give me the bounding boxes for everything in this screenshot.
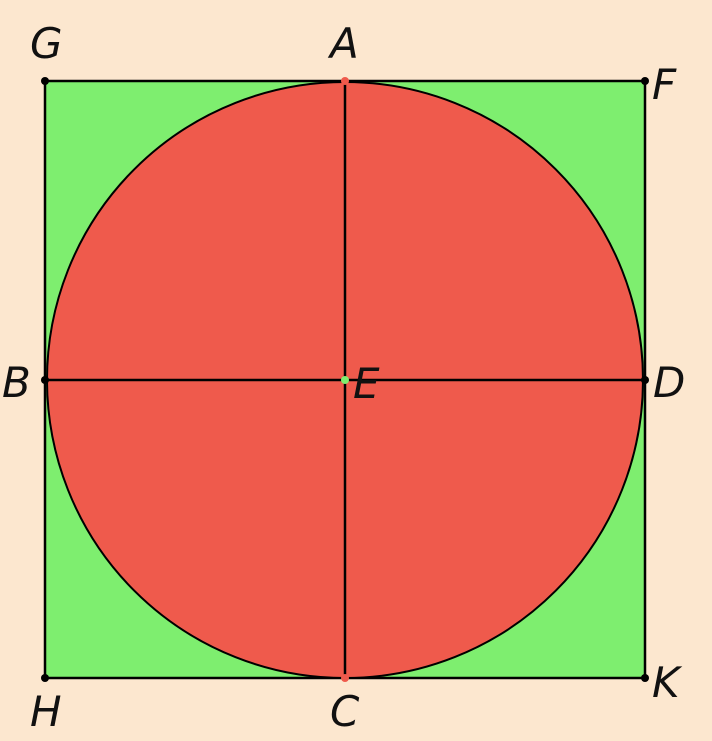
- point-h: [41, 674, 49, 682]
- point-a: [341, 77, 349, 85]
- point-g: [41, 77, 49, 85]
- point-d: [641, 376, 649, 384]
- label-b: B: [2, 358, 31, 407]
- point-f: [641, 77, 649, 85]
- point-e: [341, 376, 349, 384]
- point-b: [41, 376, 49, 384]
- label-d: D: [653, 358, 685, 407]
- label-h: H: [30, 687, 62, 736]
- label-c: C: [330, 687, 360, 736]
- point-c: [341, 674, 349, 682]
- point-k: [641, 674, 649, 682]
- label-a: A: [327, 19, 359, 68]
- label-k: K: [652, 658, 683, 707]
- label-g: G: [30, 19, 63, 68]
- label-f: F: [652, 60, 677, 109]
- label-e: E: [353, 359, 380, 408]
